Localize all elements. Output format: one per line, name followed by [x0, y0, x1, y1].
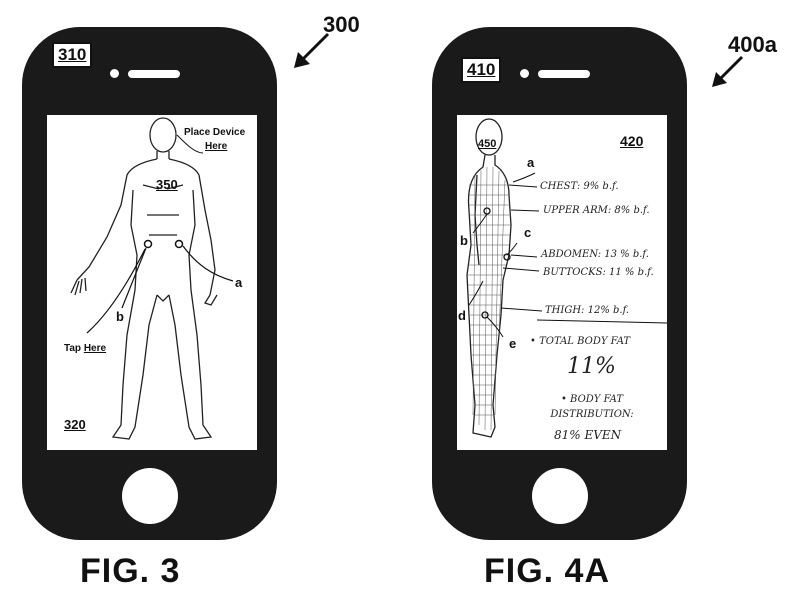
callout-c: c	[524, 225, 532, 240]
distribution-label: • BODY FAT DISTRIBUTION:	[550, 394, 634, 420]
distribution-value: 81% EVEN	[554, 428, 622, 442]
speaker-icon	[128, 70, 180, 78]
callout-b: b	[116, 309, 124, 324]
abdomen-reading: ABDOMEN: 13 % b.f.	[541, 249, 649, 260]
callout-d: d	[458, 308, 466, 323]
callout-a: a	[235, 275, 243, 290]
bottom-label-320: 320	[64, 417, 86, 432]
figure-label-350: 350	[156, 177, 178, 192]
reference-400a: 400a	[728, 32, 777, 57]
callout-e: e	[509, 336, 517, 351]
tap-label: Tap	[64, 343, 82, 354]
speaker-icon	[538, 70, 590, 78]
here-bottom-link[interactable]: Here	[83, 343, 107, 354]
body-figure-side	[466, 118, 512, 438]
leader-lines	[468, 172, 668, 338]
arrow-300-icon	[294, 32, 330, 68]
reference-300: 300	[323, 12, 360, 37]
total-body-fat-label: • TOTAL BODY FAT	[530, 336, 631, 347]
here-top-link[interactable]: Here	[205, 141, 228, 152]
screen-label-410: 410	[461, 57, 502, 83]
callout-a: a	[527, 155, 535, 170]
upper-arm-reading: UPPER ARM: 8% b.f.	[543, 205, 650, 216]
caption-fig4a: FIG. 4A	[484, 552, 611, 590]
arrow-400a-icon	[712, 55, 744, 87]
callout-b: b	[460, 233, 468, 248]
camera-icon	[520, 69, 529, 78]
screen-label-310: 310	[52, 42, 93, 68]
home-button[interactable]	[122, 468, 178, 524]
buttocks-reading: BUTTOCKS: 11 % b.f.	[543, 267, 654, 278]
body-figure-front	[70, 117, 234, 440]
thigh-reading: THIGH: 12% b.f.	[545, 305, 630, 316]
panel-label-420: 420	[620, 133, 644, 149]
camera-icon	[110, 69, 119, 78]
figure-label-450: 450	[478, 138, 497, 150]
chest-reading: CHEST: 9% b.f.	[540, 181, 619, 192]
caption-fig3: FIG. 3	[80, 552, 181, 590]
place-device-text: Place Device	[184, 127, 246, 138]
home-button[interactable]	[532, 468, 588, 524]
total-body-fat-value: 11%	[567, 354, 616, 379]
tap-text: Tap Here	[64, 343, 106, 354]
